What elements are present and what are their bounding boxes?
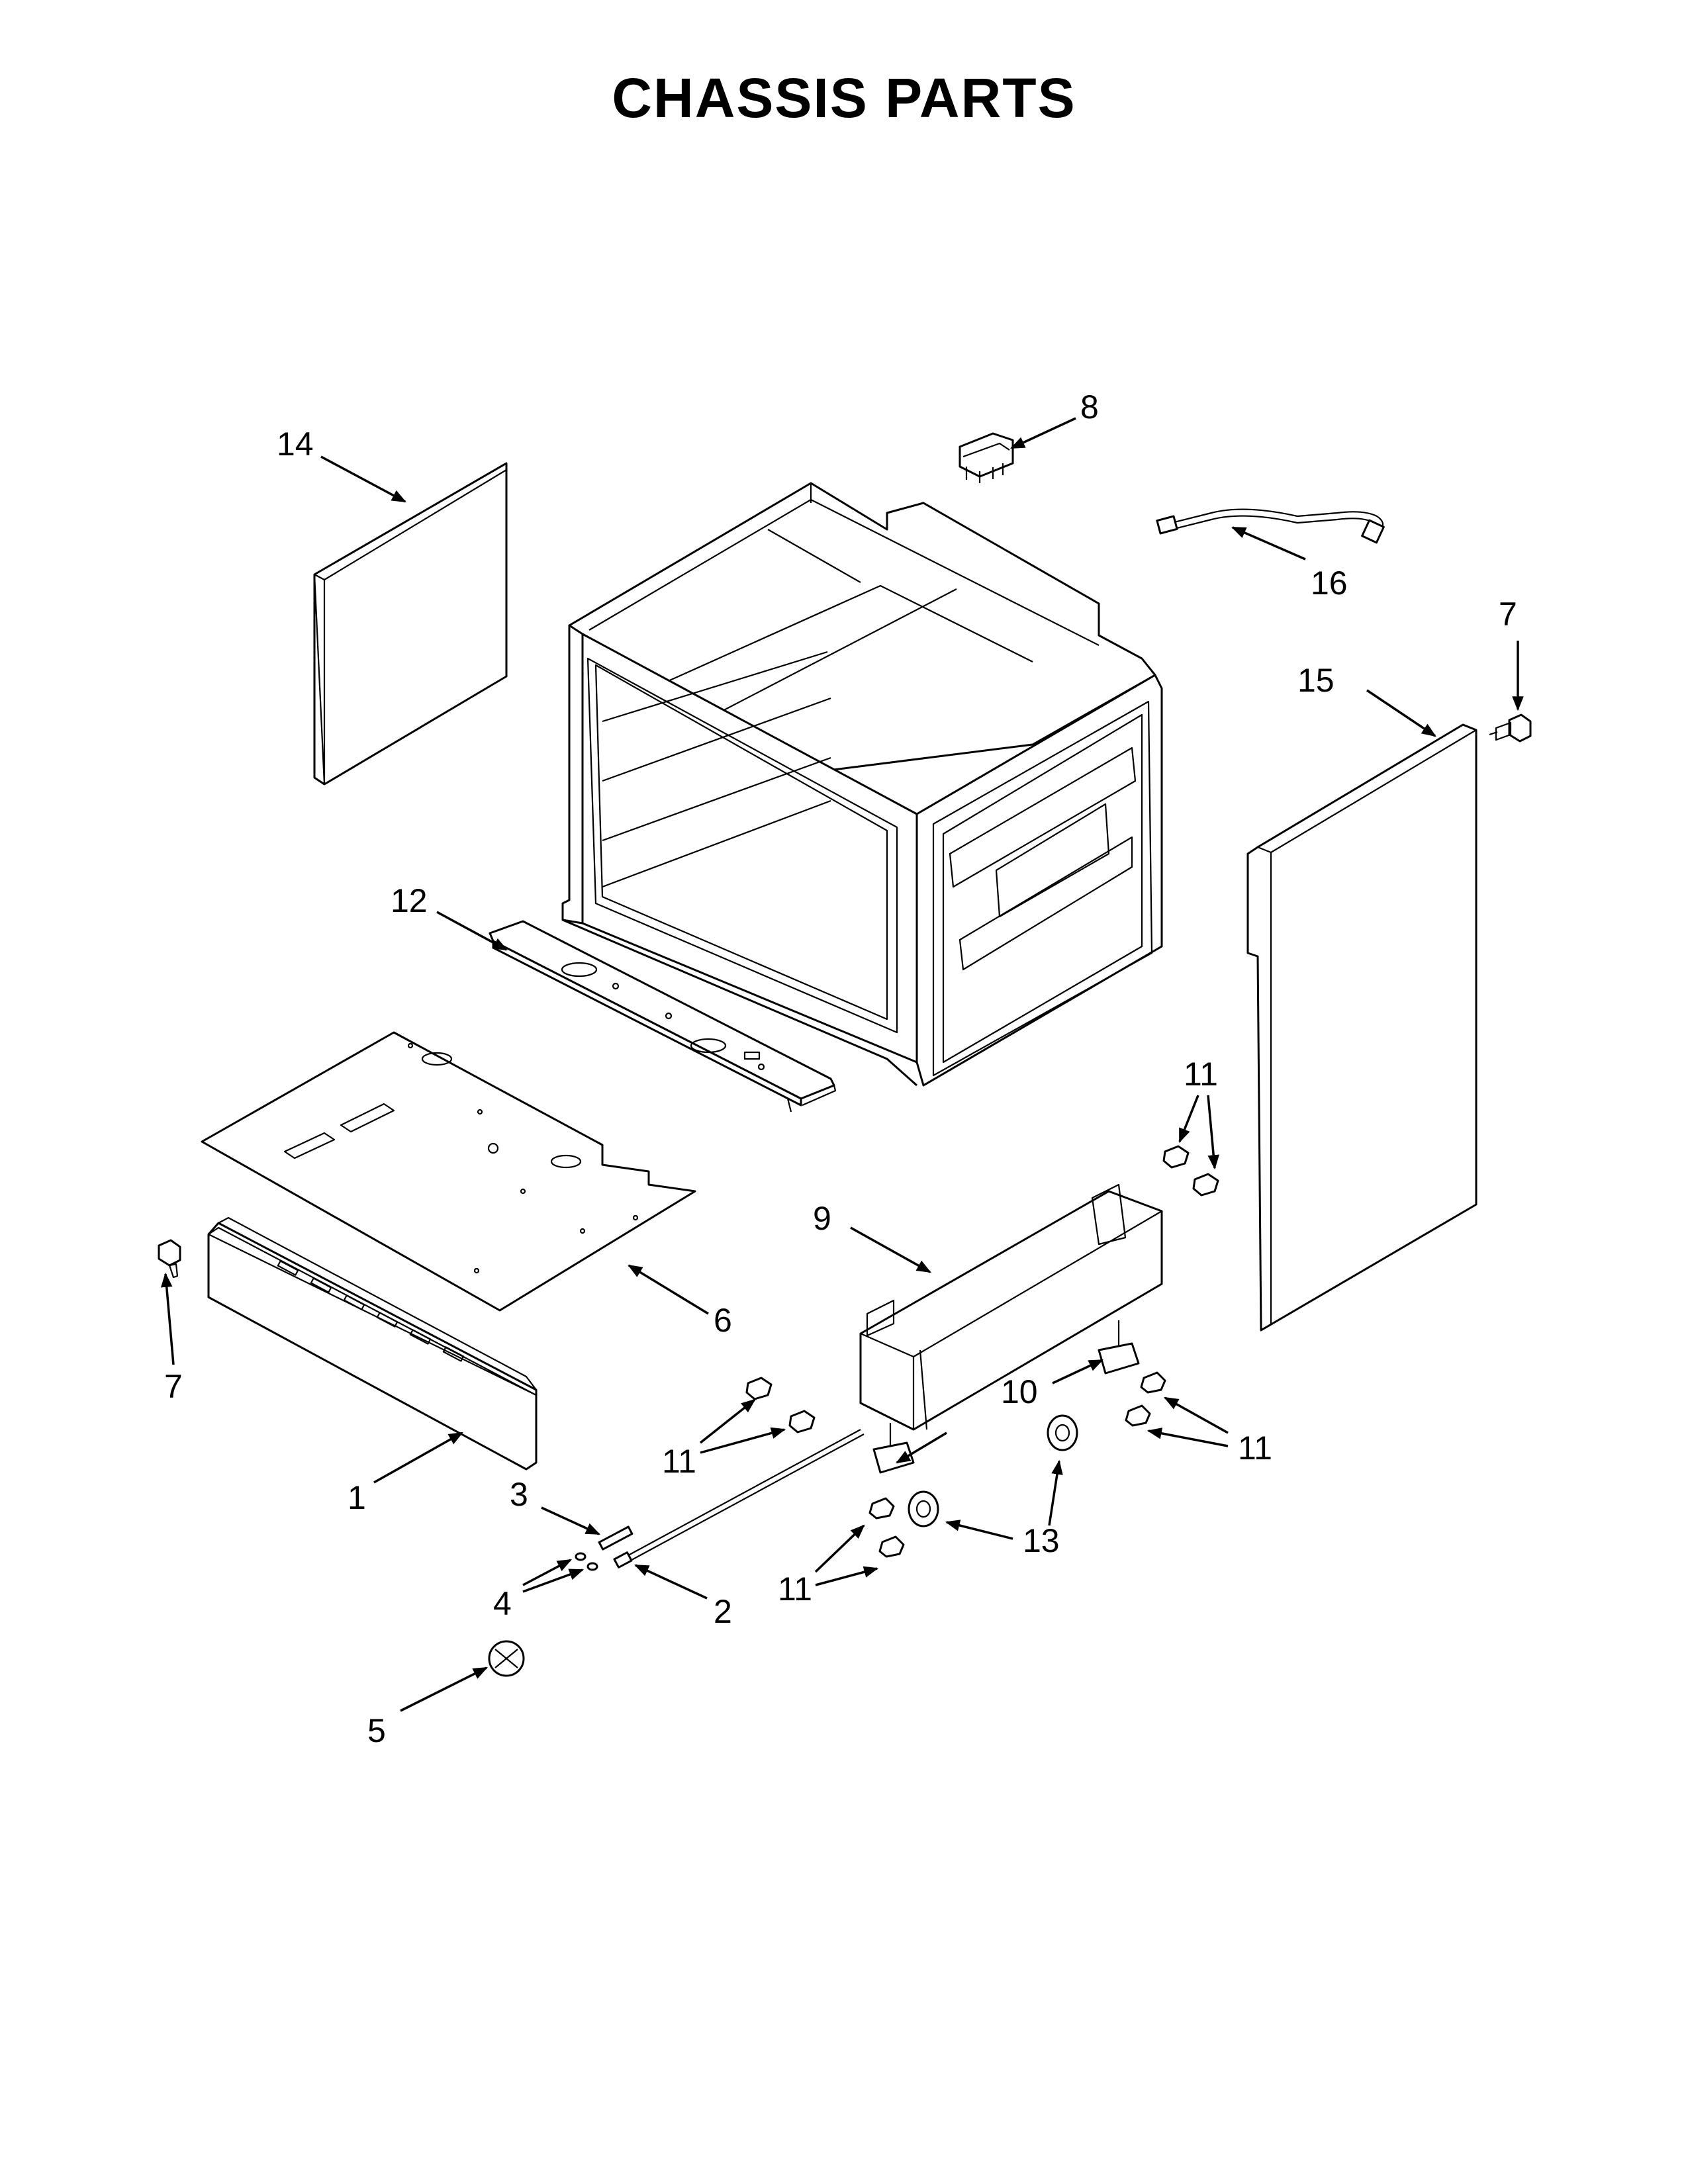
callout-13: 13 — [1023, 1522, 1060, 1559]
part-7-screw-right — [1489, 713, 1532, 743]
callout-12: 12 — [391, 882, 428, 919]
callout-11-top: 11 — [1184, 1056, 1218, 1093]
callout-16: 16 — [1311, 565, 1348, 602]
callout-labels: 14 8 16 7 15 12 11 9 6 7 10 11 11 1 3 13… — [164, 388, 1517, 1749]
callout-11-right: 11 — [1238, 1430, 1272, 1467]
part-16-tube — [1156, 508, 1385, 544]
callout-1: 1 — [348, 1479, 366, 1516]
callout-5: 5 — [367, 1712, 386, 1749]
oven-cavity-chassis — [561, 482, 1163, 1087]
part-2-rod — [613, 1429, 865, 1569]
part-9-leveling-box — [859, 1183, 1163, 1431]
part-15-right-side-panel — [1246, 723, 1477, 1332]
callout-9: 9 — [813, 1200, 831, 1237]
callout-3: 3 — [510, 1476, 528, 1513]
part-3-pin — [598, 1525, 633, 1551]
leader-arrows — [160, 417, 1524, 1712]
part-8-connector — [959, 432, 1014, 483]
part-11-screws — [745, 1145, 1219, 1558]
part-13-casters — [908, 1414, 1078, 1527]
callout-2: 2 — [714, 1593, 732, 1630]
callout-8: 8 — [1080, 388, 1099, 426]
callout-4: 4 — [493, 1585, 512, 1622]
callout-6: 6 — [714, 1302, 732, 1339]
part-5-cap — [488, 1640, 525, 1677]
part-1-kick-panel — [207, 1216, 538, 1471]
part-14-left-side-panel — [313, 462, 508, 786]
part-4-washers — [575, 1552, 598, 1571]
callout-11-bottom: 11 — [778, 1570, 812, 1608]
part-10-leveling-legs — [872, 1320, 1140, 1474]
callout-10: 10 — [1001, 1373, 1038, 1410]
page-title: CHASSIS PARTS — [612, 67, 1076, 129]
callout-7-left: 7 — [164, 1368, 183, 1405]
callout-14: 14 — [277, 426, 314, 463]
part-7-screw-left — [158, 1239, 181, 1279]
callout-15: 15 — [1297, 662, 1335, 699]
callout-11-left: 11 — [662, 1443, 696, 1480]
part-6-bottom-plate — [201, 1031, 696, 1312]
callout-7-right: 7 — [1499, 596, 1517, 633]
